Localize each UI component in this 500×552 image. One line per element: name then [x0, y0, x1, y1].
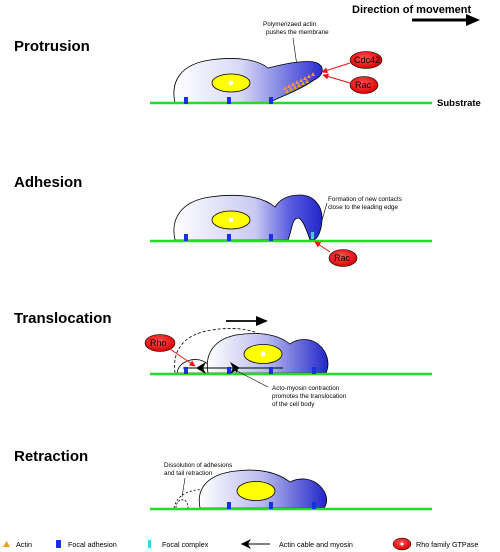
cdc42-arrow — [321, 62, 351, 74]
focal-adhesion-icon — [184, 97, 188, 104]
rho-gtpase-icon — [392, 537, 412, 551]
focal-adhesion-icon — [56, 540, 61, 548]
focal-adhesion-icon — [227, 97, 231, 104]
protrusion-annotation: Polymerizaed actin pushes the membrane — [263, 21, 329, 36]
focal-adhesion-icon — [312, 367, 316, 374]
nucleus — [236, 481, 276, 501]
translocation-arrow-icon — [226, 316, 268, 326]
legend-label-focal-adhesion: Focal adhesion — [68, 540, 117, 549]
retraction-annotation: Dissolution of adhesions and tail retrac… — [164, 462, 234, 477]
focal-adhesion-icon — [227, 502, 231, 509]
adhesion-title: Adhesion — [14, 174, 82, 191]
focal-adhesion-icon — [312, 502, 316, 509]
protrusion-title: Protrusion — [14, 38, 90, 55]
focal-adhesions — [184, 234, 273, 241]
rac-arrow — [314, 241, 331, 253]
legend-item-focal-adhesion: Focal adhesion — [56, 540, 117, 549]
legend-item-actin-cable-myosin: Actin cable and myosin — [241, 539, 353, 549]
cdc42-gtpase: Cdc42 — [349, 51, 383, 69]
focal-adhesion-icon — [227, 367, 231, 374]
rac-label: Rac — [334, 253, 351, 263]
adhesion-annotation: Formation of new contacts close to the l… — [328, 196, 404, 211]
actin-filaments-icon — [283, 72, 315, 93]
focal-adhesion-icon — [227, 234, 231, 241]
retracted-tail-inner — [175, 499, 189, 509]
retraction-stage: Retraction Dissolution of adhesions and … — [14, 448, 432, 511]
translocation-annotation: Acto-myosin contraction promotes the tra… — [272, 385, 348, 408]
focal-adhesions — [227, 502, 316, 509]
previous-cell-outline — [174, 328, 267, 374]
actin-cable-myosin-icon — [241, 539, 270, 549]
legend: Actin Focal adhesion Focal complex Actin… — [3, 537, 478, 551]
legend-label-actin-cable-myosin: Actin cable and myosin — [279, 540, 353, 549]
rac-label: Rac — [355, 80, 372, 90]
adhesion-stage: Adhesion Formation of new contacts close… — [14, 174, 432, 267]
focal-adhesion-icon — [269, 234, 273, 241]
translocation-pointer — [234, 369, 269, 388]
focal-adhesion-icon — [184, 367, 188, 374]
rac-gtpase: Rac — [349, 76, 379, 94]
retraction-title: Retraction — [14, 448, 88, 465]
focal-adhesions — [184, 367, 316, 374]
direction-of-movement-label: Direction of movement — [352, 4, 472, 16]
legend-label-rho-gtpase: Rho family GTPase — [416, 540, 478, 549]
translocation-title: Translocation — [14, 310, 112, 327]
legend-label-focal-complex: Focal complex — [162, 540, 209, 549]
focal-complex-icon — [148, 540, 151, 548]
substrate-label: Substrate — [437, 98, 481, 109]
rac-gtpase: Rac — [328, 249, 358, 267]
focal-adhesion-icon — [269, 367, 273, 374]
rho-gtpase: Rho — [144, 334, 176, 352]
actin-triangle-icon — [3, 541, 10, 547]
focal-adhesion-icon — [184, 234, 188, 241]
legend-item-rho-gtpase: Rho family GTPase — [392, 537, 478, 551]
rho-arrow — [169, 348, 196, 367]
rac-arrow — [322, 73, 351, 84]
nucleus-center — [260, 351, 266, 357]
nucleus-center — [228, 217, 234, 223]
translocation-stage: Translocation Rho — [14, 310, 432, 408]
legend-label-actin: Actin — [16, 540, 32, 549]
nucleus-center — [228, 80, 234, 86]
myosin-icon — [196, 362, 240, 374]
direction-arrow-icon — [412, 14, 480, 26]
focal-adhesion-icon — [269, 97, 273, 104]
legend-item-focal-complex: Focal complex — [148, 540, 209, 549]
legend-item-actin: Actin — [3, 540, 32, 549]
rho-label: Rho — [150, 338, 167, 348]
focal-complex-icon — [311, 232, 314, 239]
cdc42-label: Cdc42 — [354, 55, 380, 65]
focal-adhesion-icon — [269, 502, 273, 509]
protrusion-pointer — [292, 37, 298, 67]
focal-adhesions — [184, 97, 273, 104]
retraction-pointer — [181, 477, 186, 498]
protrusion-stage: Protrusion Polymerizaed actin pushes the… — [14, 21, 481, 109]
